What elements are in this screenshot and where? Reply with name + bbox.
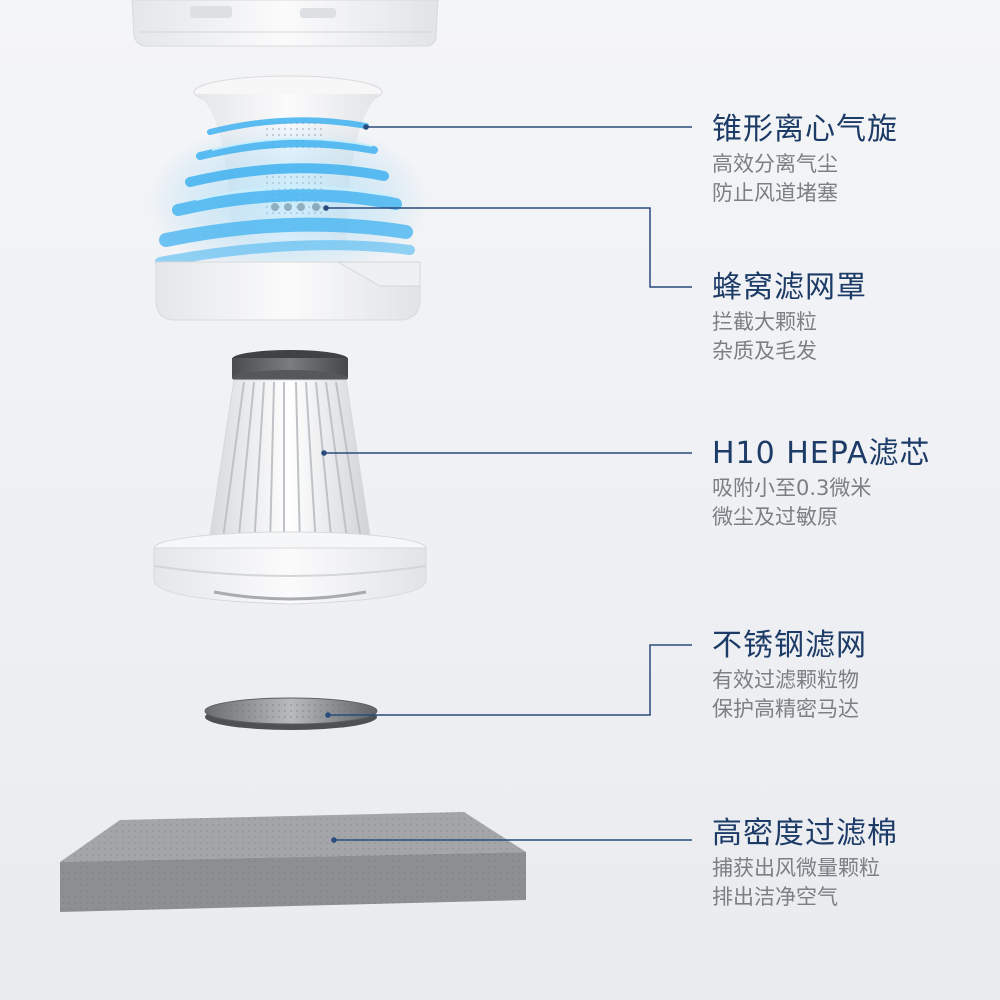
- callout-title: 高密度过滤棉: [712, 816, 898, 851]
- callout-desc-line: 高效分离气尘: [712, 152, 838, 176]
- callout-steel-mesh: 不锈钢滤网 有效过滤颗粒物 保护高精密马达: [712, 626, 867, 724]
- callout-hepa: H10 HEPA滤芯 吸附小至0.3微米 微尘及过敏原: [712, 434, 930, 532]
- callout-desc-line: 微尘及过敏原: [712, 505, 838, 529]
- callout-sponge: 高密度过滤棉 捕获出风微量颗粒 排出洁净空气: [712, 814, 898, 912]
- callout-title: 锥形离心气旋: [712, 112, 898, 147]
- callout-title: 蜂窝滤网罩: [712, 270, 867, 305]
- callout-title: 不锈钢滤网: [712, 628, 867, 663]
- callout-desc-line: 排出洁净空气: [712, 885, 838, 909]
- callout-title: H10 HEPA滤芯: [712, 436, 931, 471]
- leader-dots: [321, 124, 369, 843]
- callout-desc-line: 有效过滤颗粒物: [712, 668, 859, 692]
- callout-desc-line: 拦截大颗粒: [712, 310, 817, 334]
- callout-desc-line: 保护高精密马达: [712, 697, 859, 721]
- callout-desc-line: 杂质及毛发: [712, 339, 817, 363]
- hepa-filter-icon: [153, 350, 427, 605]
- steel-mesh-disc-icon: [204, 697, 378, 730]
- callout-desc-line: 吸附小至0.3微米: [712, 476, 872, 500]
- callout-cyclone: 锥形离心气旋 高效分离气尘 防止风道堵塞: [712, 110, 898, 208]
- callout-honeycomb-cover: 蜂窝滤网罩 拦截大颗粒 杂质及毛发: [712, 268, 867, 366]
- callout-desc-line: 防止风道堵塞: [712, 181, 838, 205]
- callout-desc-line: 捕获出风微量颗粒: [712, 856, 880, 880]
- cyclone-cone-icon: [148, 75, 428, 321]
- leader-lines: [324, 126, 692, 841]
- dust-cup: [131, 0, 439, 47]
- filter-sponge-icon: [60, 812, 526, 912]
